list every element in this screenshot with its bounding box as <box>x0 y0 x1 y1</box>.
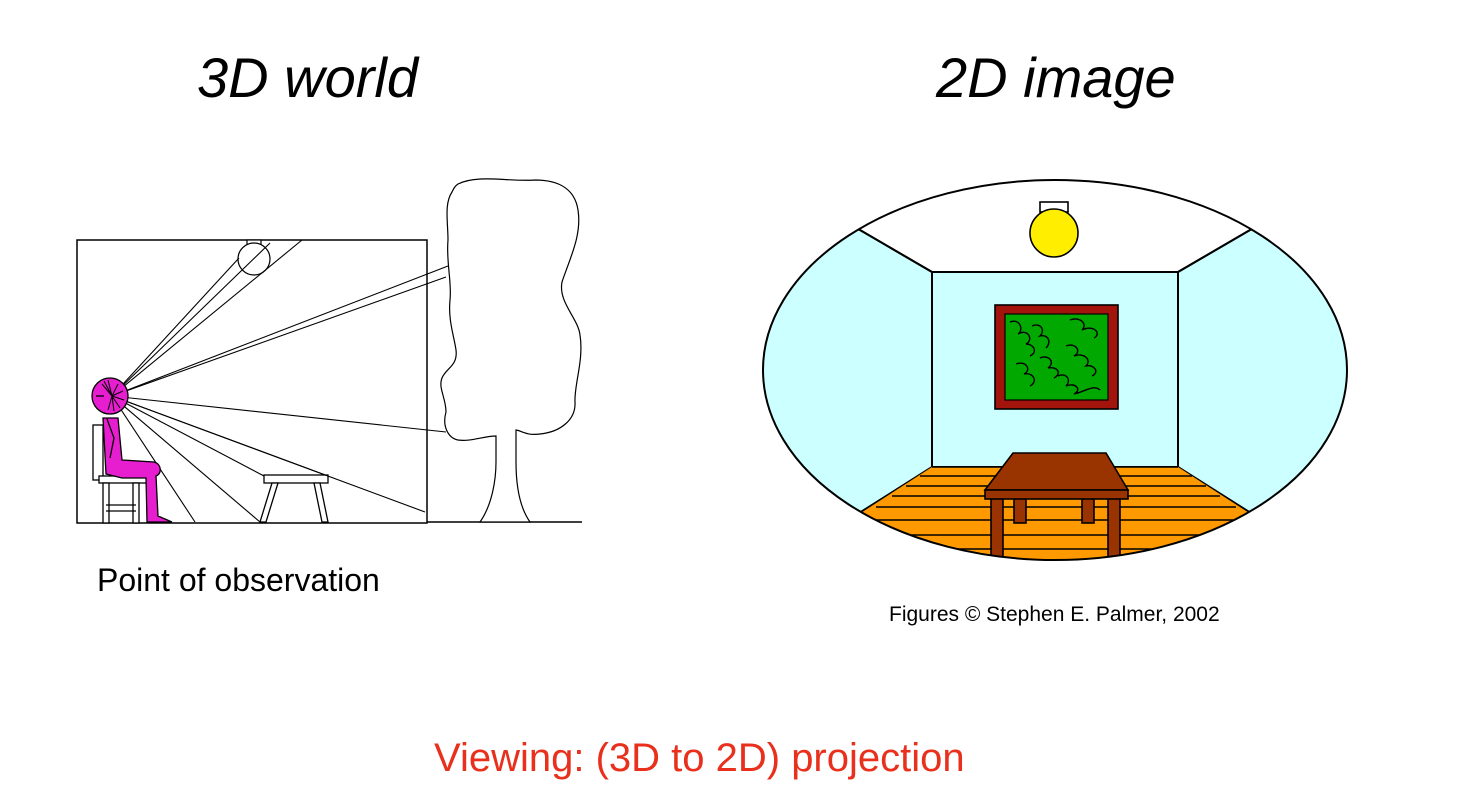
title-2d-image: 2D image <box>936 46 1176 109</box>
title-3d-world: 3D world <box>197 46 418 109</box>
image-oval-outline <box>762 179 1348 561</box>
projection-caption: Viewing: (3D to 2D) projection <box>434 736 965 780</box>
eye-rays <box>101 379 125 412</box>
table <box>259 474 329 523</box>
chair <box>92 424 148 524</box>
caption-point-of-observation: Point of observation <box>97 562 380 598</box>
tree <box>440 178 582 523</box>
2d-image-illustration <box>762 179 1348 561</box>
person-observer <box>91 377 173 523</box>
figure-credit: Figures © Stephen E. Palmer, 2002 <box>889 603 1220 626</box>
projection-rays <box>111 239 449 523</box>
3d-world-illustration <box>76 178 582 524</box>
ceiling-lamp-2d <box>1029 201 1079 258</box>
table-2d <box>983 452 1130 559</box>
painting <box>994 304 1119 410</box>
